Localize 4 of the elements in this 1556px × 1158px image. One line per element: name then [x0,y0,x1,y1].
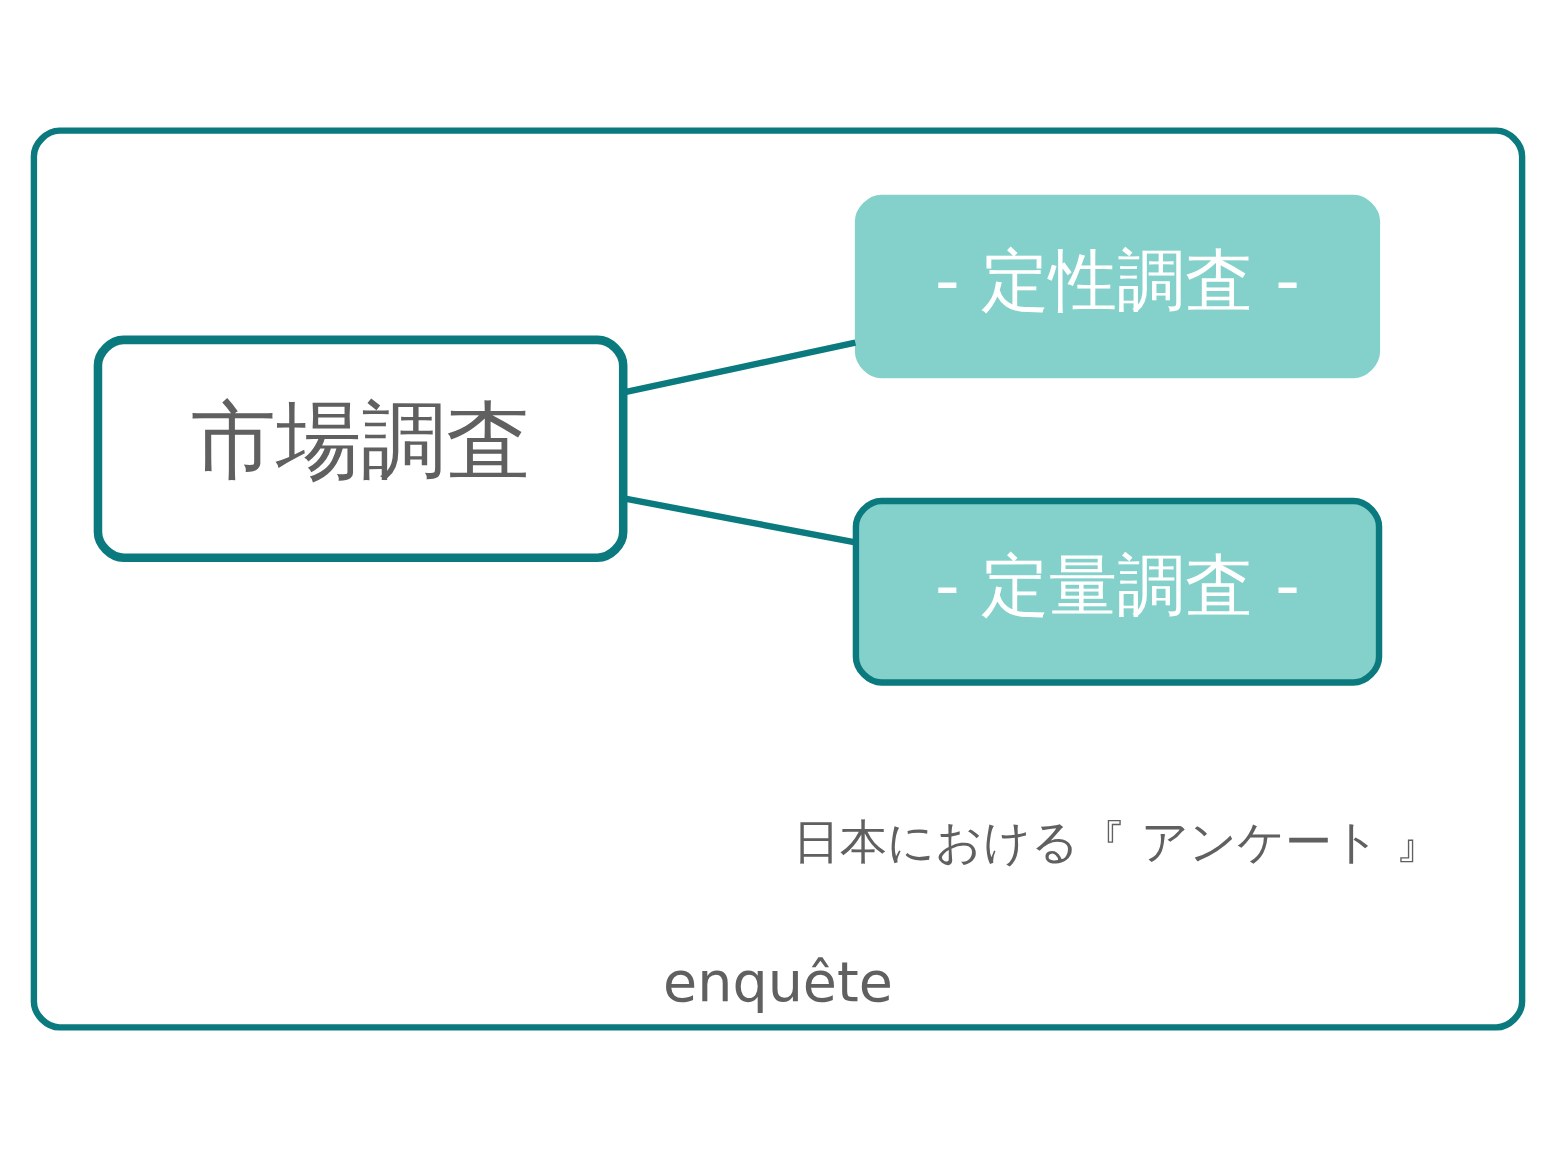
node-box: - 定量調査 - [852,497,1383,686]
node-box: - 定性調査 - [854,194,1381,379]
node-box: 市場調査 [93,335,628,562]
node-label: 日本における『 アンケート 』 [793,813,1442,869]
